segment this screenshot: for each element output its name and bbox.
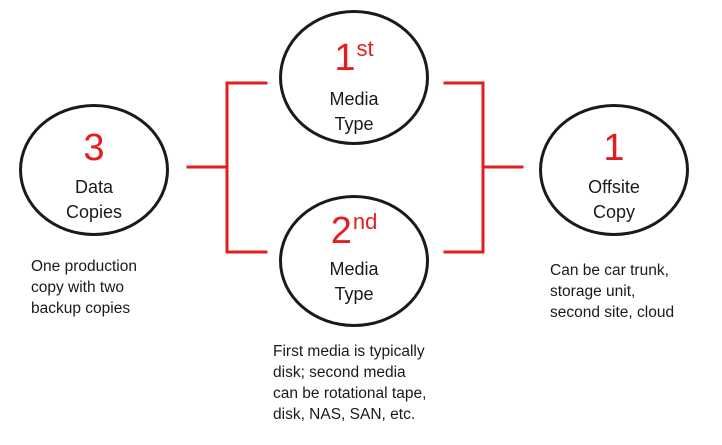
offsite-copy-number: 1	[603, 127, 625, 169]
data-copies-label-line2: Copies	[65, 202, 123, 222]
media-description: First media is typically disk; second me…	[273, 341, 426, 425]
media-description-line: disk; second media	[273, 364, 406, 381]
first-media-label-line1: Media	[329, 89, 379, 109]
second-media-label-line2: Type	[334, 284, 374, 304]
second-media-digit: 2	[330, 210, 352, 252]
first-media-type-circle: 1st Media Type	[279, 10, 429, 145]
media-description-line: First media is typically	[273, 343, 425, 360]
right-bracket-connector	[443, 81, 524, 254]
first-media-suffix: st	[356, 36, 374, 61]
first-media-digit: 1	[334, 37, 356, 79]
second-media-type-circle: 2nd Media Type	[279, 195, 429, 327]
data-copies-description-line: One production	[31, 258, 137, 275]
data-copies-description-line: backup copies	[31, 300, 131, 317]
data-copies-circle: 3 Data Copies	[19, 104, 169, 236]
data-copies-label-line1: Data	[74, 177, 114, 197]
first-media-number: 1st	[282, 36, 426, 79]
offsite-copy-description: Can be car trunk, storage unit, second s…	[550, 260, 674, 323]
data-copies-number: 3	[83, 127, 105, 169]
offsite-copy-label-line1: Offsite	[588, 177, 640, 197]
offsite-copy-description-line: storage unit,	[550, 283, 636, 300]
offsite-copy-label-line2: Copy	[592, 202, 636, 222]
data-copies-description: One production copy with two backup copi…	[31, 256, 137, 319]
second-media-label-line1: Media	[329, 259, 379, 279]
media-description-line: disk, NAS, SAN, etc.	[273, 406, 416, 423]
offsite-copy-description-line: second site, cloud	[550, 304, 675, 321]
offsite-copy-description-line: Can be car trunk,	[550, 262, 669, 279]
first-media-label-line2: Type	[334, 114, 374, 134]
second-media-suffix: nd	[352, 209, 378, 234]
media-description-line: can be rotational tape,	[273, 385, 427, 402]
left-bracket-connector	[186, 81, 268, 254]
offsite-copy-circle: 1 Offsite Copy	[539, 104, 689, 236]
data-copies-description-line: copy with two	[31, 279, 125, 296]
second-media-number: 2nd	[282, 209, 426, 252]
